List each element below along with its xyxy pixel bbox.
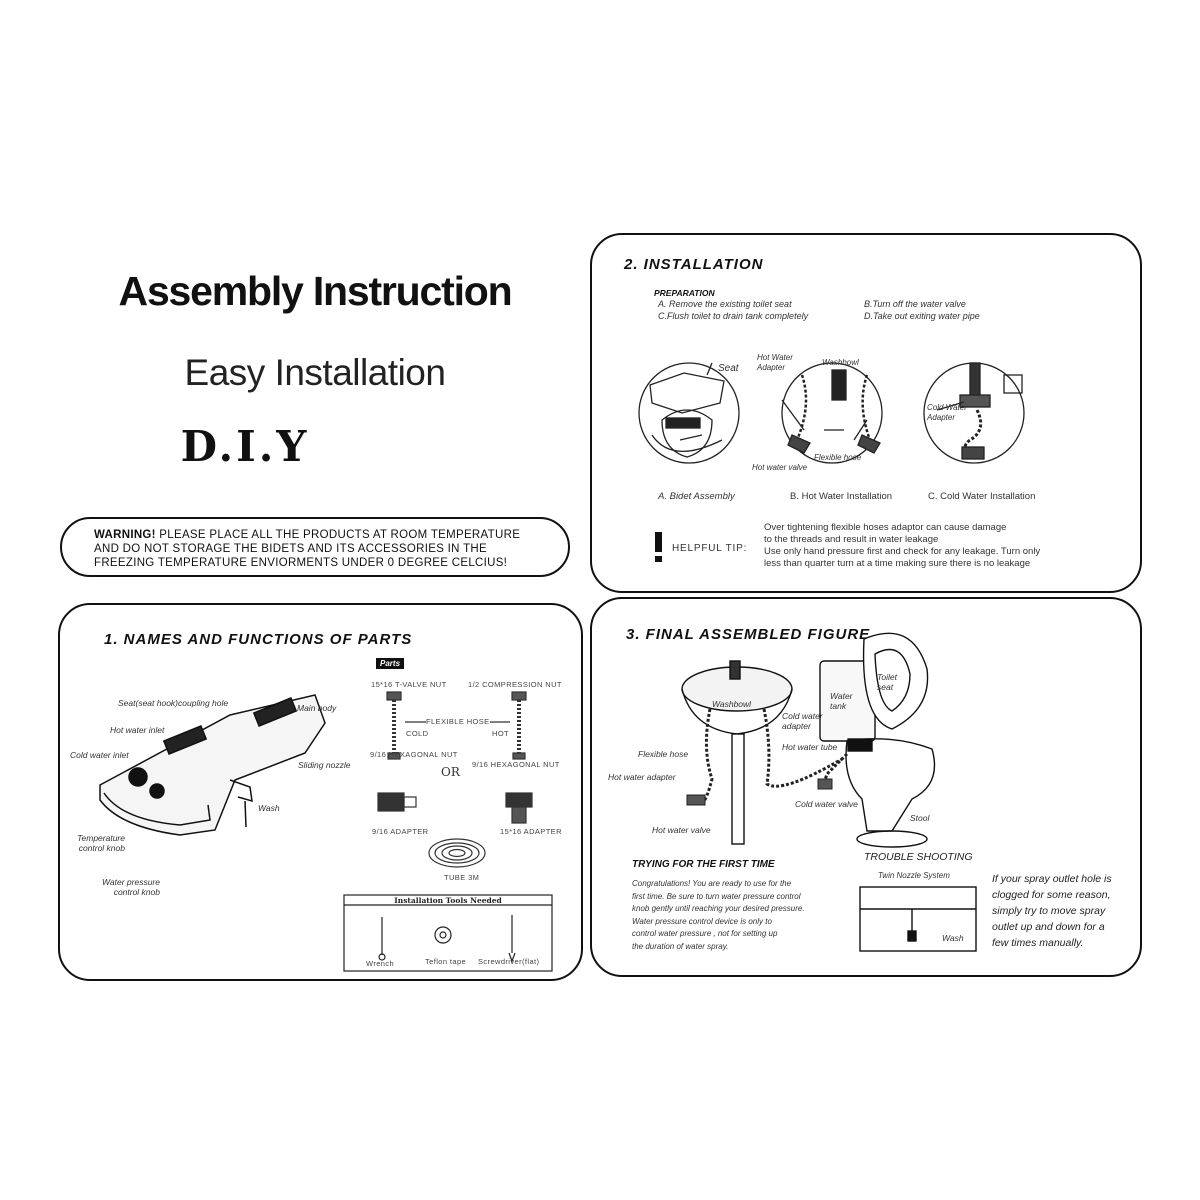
tip-line-4: less than quarter turn at a time making … xyxy=(764,558,1031,569)
label-flexible-hose: Flexible hose xyxy=(638,749,689,759)
twin-nozzle-label: Twin Nozzle System xyxy=(878,871,950,880)
label-cold-water-valve: Cold water valve xyxy=(795,799,858,809)
first-time-line-2: first time. Be sure to turn water pressu… xyxy=(632,891,801,901)
label-valve-nut: 15*16 T-VALVE NUT xyxy=(371,680,447,689)
first-time-text: Congratulations! You are ready to use fo… xyxy=(632,878,805,953)
tip-line-3: Use only hand pressure first and check f… xyxy=(764,546,1041,557)
label-cold: COLD xyxy=(406,729,429,738)
label-washbowl: Washbowl xyxy=(712,699,752,709)
page-title: Assembly Instruction xyxy=(118,268,513,314)
preparation-heading: PREPARATION xyxy=(654,288,715,298)
label-or: OR xyxy=(441,765,460,779)
trouble-line-4: outlet up and down for a xyxy=(992,921,1105,933)
label-pressure-knob: Water pressure control knob xyxy=(102,877,160,897)
label-compression-nut: 1/2 COMPRESSION NUT xyxy=(468,680,562,689)
tools-box xyxy=(343,894,553,972)
label-cold-water-inlet: Cold water inlet xyxy=(70,750,129,760)
label-seat-hook: Seat(seat hook)coupling hole xyxy=(118,698,229,708)
hardware-figure xyxy=(377,691,533,868)
prep-step-d: D.Take out exiting water pipe xyxy=(864,311,980,321)
label-flexible-hose: Flexible hose xyxy=(814,453,862,462)
first-time-line-5: control water pressure , not for setting… xyxy=(632,929,778,938)
trouble-text: If your spray outlet hole is clogged for… xyxy=(992,871,1112,951)
label-wash: Wash xyxy=(258,803,280,813)
prep-step-c: C.Flush toilet to drain tank completely xyxy=(658,311,809,321)
label-hot-water-inlet: Hot water inlet xyxy=(110,725,165,735)
label-stool: Stool xyxy=(910,813,930,823)
parts-illustrations xyxy=(99,691,553,972)
label-seat: Seat xyxy=(718,363,739,374)
label-sliding-nozzle: Sliding nozzle xyxy=(298,760,351,770)
hot-adapter-shape xyxy=(686,794,706,806)
label-cold-water-adapter: Cold water adapter xyxy=(782,711,823,731)
label-hot: HOT xyxy=(492,729,510,738)
warning-line-1: PLEASE PLACE ALL THE PRODUCTS AT ROOM TE… xyxy=(155,529,521,541)
label-water-tank: Water tank xyxy=(830,691,853,711)
label-toilet-seat: Toilet seat xyxy=(877,672,898,692)
installation-illustrations xyxy=(638,362,1025,562)
caption-a: A. Bidet Assembly xyxy=(658,491,735,502)
warning-line-3: FREEZING TEMPERATURE ENVIORMENTS UNDER 0… xyxy=(94,557,508,569)
final-title: 3. FINAL ASSEMBLED FIGURE xyxy=(626,626,871,643)
parts-badge: Parts xyxy=(376,658,405,669)
label-adapter-left: 9/16 ADAPTER xyxy=(372,827,429,836)
label-hot-water-tube: Hot water tube xyxy=(782,742,838,752)
toilet-figure xyxy=(819,632,936,848)
first-time-line-3: knob gently until reaching your desired … xyxy=(632,904,805,913)
page-subtitle: Easy Installation xyxy=(184,352,446,393)
label-hot-water-valve: Hot water valve xyxy=(652,825,711,835)
label-hot-water-adapter: Hot Water Adapter xyxy=(757,353,793,372)
label-washbowl: Washbowl xyxy=(822,358,859,367)
trouble-line-1: If your spray outlet hole is xyxy=(992,873,1112,885)
installation-title: 2. INSTALLATION xyxy=(624,256,764,273)
tool-wrench: Wrench xyxy=(366,959,395,968)
tools-heading: Installation Tools Needed xyxy=(394,896,502,905)
label-hex-right: 9/16 HEXAGONAL NUT xyxy=(472,760,560,769)
installation-panel: 2. INSTALLATION PREPARATION A. Remove th… xyxy=(590,233,1142,593)
final-illustrations xyxy=(681,632,977,952)
first-time-line-6: the duration of water spray. xyxy=(632,941,729,951)
tool-teflon: Teflon tape xyxy=(425,957,467,966)
prep-step-a: A. Remove the existing toilet seat xyxy=(658,299,792,309)
trouble-line-5: few times manually. xyxy=(992,937,1084,949)
label-hot-water-adapter: Hot water adapter xyxy=(608,772,676,782)
trouble-line-2: clogged for some reason, xyxy=(992,889,1111,901)
parts-panel: 1. NAMES AND FUNCTIONS OF PARTS Parts xyxy=(58,603,583,981)
label-temperature-knob: Temperature control knob xyxy=(77,833,125,853)
washbowl-figure xyxy=(681,660,793,845)
label-tube: TUBE 3M xyxy=(444,873,480,882)
prep-step-b: B.Turn off the water valve xyxy=(864,299,966,309)
tip-line-2: to the threads and result in water leaka… xyxy=(764,534,939,545)
bidet-assembly-figure xyxy=(638,362,740,464)
label-cold-water-adapter: Cold Water Adapter xyxy=(927,403,967,422)
hot-water-figure xyxy=(781,362,883,464)
label-adapter-right: 15*16 ADAPTER xyxy=(500,827,562,836)
label-hot-water-valve: Hot water valve xyxy=(752,463,808,472)
first-time-line-4: Water pressure control device is only to xyxy=(632,916,772,926)
final-figure-panel: 3. FINAL ASSEMBLED FIGURE xyxy=(590,597,1142,977)
tool-screwdriver: Screwdriver(flat) xyxy=(478,957,540,966)
nozzle-figure xyxy=(859,886,977,952)
label-flexible-hose: FLEXIBLE HOSE xyxy=(426,717,490,726)
first-time-line-1: Congratulations! You are ready to use fo… xyxy=(632,879,792,888)
nozzle-wash-label: Wash xyxy=(942,933,964,943)
first-time-heading: TRYING FOR THE FIRST TIME xyxy=(632,859,775,870)
tip-line-1: Over tightening flexible hoses adaptor c… xyxy=(764,522,1007,533)
cold-valve-shape xyxy=(817,778,833,790)
warning-box: WARNING! PLEASE PLACE ALL THE PRODUCTS A… xyxy=(60,517,570,577)
bidet-body-figure xyxy=(99,694,326,836)
trouble-heading: TROUBLE SHOOTING xyxy=(864,851,973,863)
parts-title: 1. NAMES AND FUNCTIONS OF PARTS xyxy=(104,631,413,648)
diy-label: D.I.Y xyxy=(180,422,310,471)
caption-b: B. Hot Water Installation xyxy=(790,491,893,502)
warning-line-2: AND DO NOT STORAGE THE BIDETS AND ITS AC… xyxy=(94,543,487,555)
exclamation-icon xyxy=(655,532,662,562)
caption-c: C. Cold Water Installation xyxy=(928,491,1036,502)
cold-water-figure xyxy=(923,362,1025,464)
label-main-body: Main body xyxy=(297,703,337,713)
trouble-line-3: simply try to move spray xyxy=(992,905,1106,917)
warning-lead: WARNING! xyxy=(94,529,156,541)
label-hex-left: 9/16 HEXAGONAL NUT xyxy=(370,750,458,759)
helpful-tip-label: HELPFUL TIP: xyxy=(672,543,748,554)
